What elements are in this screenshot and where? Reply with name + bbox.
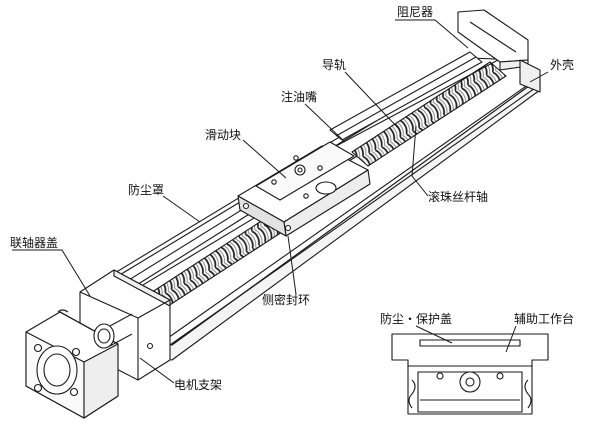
label-dust-protect-cover: 防尘・保护盖 (380, 312, 453, 326)
label-motor-bracket: 电机支架 (174, 378, 223, 392)
label-coupling-cover: 联轴器盖 (10, 236, 59, 250)
guide-rail (335, 59, 499, 147)
label-housing: 外壳 (550, 58, 575, 72)
label-dust-cover: 防尘罩 (128, 183, 165, 197)
leader-lines (12, 19, 549, 384)
dust-cover-right (329, 51, 483, 141)
label-side-seal: 侧密封环 (262, 293, 311, 307)
end-view-inset (391, 333, 549, 415)
ball-screw-right (351, 61, 507, 167)
label-aux-table: 辅助工作台 (514, 312, 575, 326)
label-slide-block: 滑动块 (205, 128, 242, 142)
damper-end-plate (457, 9, 529, 71)
housing-end-right (519, 59, 541, 93)
coupling-shaft (93, 313, 133, 349)
label-grease-nipple: 注油嘴 (281, 90, 318, 104)
label-damper: 阻尼器 (397, 5, 434, 19)
slide-block (237, 141, 371, 237)
label-guide-rail: 导轨 (322, 58, 347, 72)
label-ball-screw: 滚珠丝杆轴 (428, 190, 489, 204)
